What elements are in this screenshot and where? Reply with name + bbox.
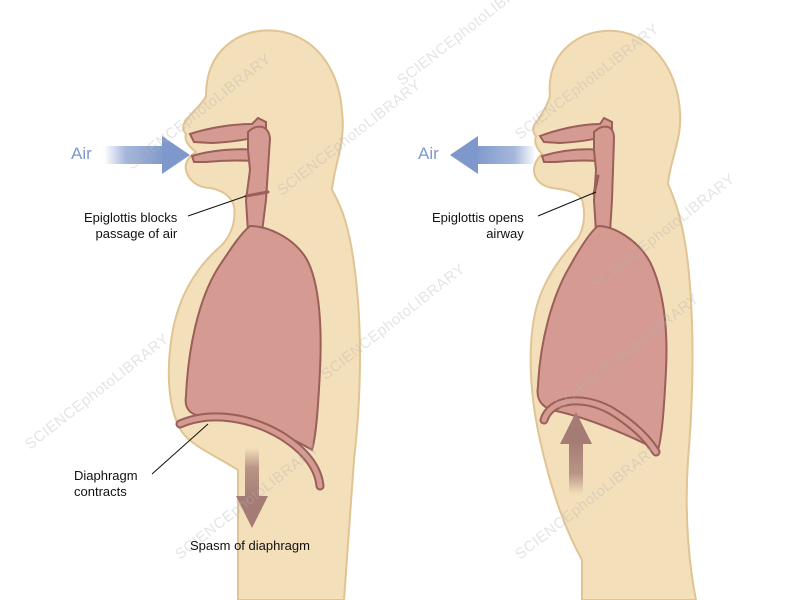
left-figure (167, 29, 361, 600)
left-diaphragm-label: Diaphragm contracts (74, 468, 138, 500)
left-air-arrow (104, 136, 190, 174)
right-diaphragm-arrow-up (560, 412, 592, 494)
right-air-label: Air (418, 144, 439, 163)
right-epiglottis-label: Epiglottis opens airway (432, 210, 524, 242)
left-caption: Spasm of diaphragm (190, 538, 310, 553)
left-epiglottis (244, 190, 270, 198)
right-air-arrow (450, 136, 536, 174)
right-lung (536, 224, 668, 452)
svg-text:SCIENCEphotoLIBRARY: SCIENCEphotoLIBRARY (22, 330, 172, 453)
left-diaphragm-arrow-down (236, 448, 268, 528)
left-epiglottis-label: Epiglottis blocks passage of air (84, 210, 177, 242)
right-epiglottis-leader (537, 191, 597, 217)
left-diaphragm-label-line2: contracts (74, 484, 127, 499)
left-air-label: Air (71, 144, 92, 163)
left-diaphragm-label-line1: Diaphragm (74, 468, 138, 483)
right-epiglottis-label-line2: airway (486, 226, 524, 241)
right-epiglottis (592, 174, 600, 196)
svg-text:SCIENCEphotoLIBRARY: SCIENCEphotoLIBRARY (394, 0, 544, 89)
right-epiglottis-label-line1: Epiglottis opens (432, 210, 524, 225)
left-epiglottis-label-line1: Epiglottis blocks (84, 210, 178, 225)
left-diaphragm-leader (151, 423, 209, 475)
left-epiglottis-leader (187, 195, 247, 217)
left-epiglottis-label-line2: passage of air (95, 226, 178, 241)
